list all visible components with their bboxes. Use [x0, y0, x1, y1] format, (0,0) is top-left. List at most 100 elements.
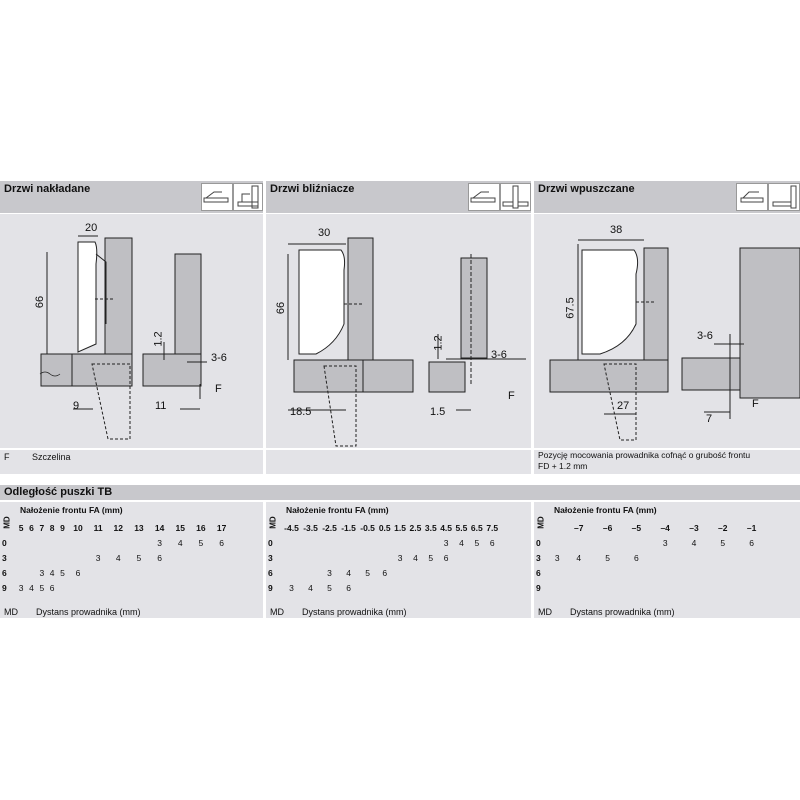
- tb-cell: [191, 550, 212, 565]
- tb-cell: 6: [489, 537, 495, 548]
- twin-dim-3-6: 3-6: [491, 349, 507, 361]
- tb-table1-fa-title: Nałożenie frontu FA (mm): [20, 505, 123, 515]
- inset-dim-3-6: 3-6: [697, 330, 713, 342]
- tb-cell: 6: [382, 567, 388, 578]
- tb-cell: [191, 580, 212, 595]
- inset-icon-door: [736, 183, 768, 211]
- tb-cell: [423, 580, 438, 595]
- tb-cell: [708, 550, 737, 565]
- twin-dim-66: 66: [275, 301, 288, 315]
- overlay-dim-66: 66: [34, 295, 47, 309]
- tb-cell: [484, 565, 500, 580]
- tb-cell: [88, 580, 108, 595]
- tb-cell: [484, 550, 500, 565]
- tb-md-value: 3: [536, 552, 541, 563]
- tb-col-header: –6: [602, 522, 613, 533]
- tb-cell: 4: [49, 567, 55, 578]
- tb-cell: [423, 535, 438, 550]
- twin-icon-hinge: [500, 183, 531, 211]
- overlay-title: Drzwi nakładane: [4, 183, 91, 195]
- tb-col-header: –3: [689, 522, 699, 533]
- tb-cell: 3: [18, 582, 24, 593]
- tb-cell: 6: [346, 582, 351, 593]
- tb-cell: [170, 550, 191, 565]
- overlay-note-strip: [0, 450, 263, 474]
- tb-cell: [622, 535, 651, 550]
- tb-cell: 6: [75, 567, 81, 578]
- twin-dim-30: 30: [318, 227, 331, 239]
- overlay-note-key: F: [4, 452, 10, 462]
- tb-cell: [651, 565, 680, 580]
- tb-table3-fa-title: Nałożenie frontu FA (mm): [554, 505, 657, 515]
- tb-cell: [408, 580, 423, 595]
- tb-table1-legend-text: Dystans prowadnika (mm): [36, 607, 141, 617]
- tb-col-header: -0.5: [360, 522, 375, 533]
- tb-cell: [211, 580, 232, 595]
- tb-table2-legend-text: Dystans prowadnika (mm): [302, 607, 407, 617]
- tb-cell: [339, 535, 358, 550]
- tb-col-header: 17: [216, 522, 227, 533]
- tb-col-header: 14: [154, 522, 165, 533]
- tb-cell: 5: [474, 537, 480, 548]
- overlay-dim-f: F: [215, 383, 222, 395]
- tb-cell: 5: [136, 552, 142, 563]
- tb-md-value: 9: [536, 582, 541, 593]
- tb-cell: [88, 535, 108, 550]
- tb-cell: [454, 580, 469, 595]
- tb-cell: [301, 535, 320, 550]
- tb-cell: [408, 535, 423, 550]
- tb-cell: [737, 580, 766, 595]
- overlay-dim-9: 9: [73, 400, 80, 412]
- overlay-dim-11: 11: [155, 400, 167, 412]
- tb-cell: 3: [554, 552, 560, 563]
- tb-cell: [282, 565, 301, 580]
- inset-note-text: Pozycję mocowania prowadnika cofnąć o gr…: [538, 450, 751, 471]
- tb-cell: [282, 550, 301, 565]
- tb-cell: [211, 550, 232, 565]
- twin-dim-f: F: [508, 390, 515, 402]
- tb-cell: 5: [198, 537, 204, 548]
- tb-col-header: 8: [49, 522, 55, 533]
- tb-col-header: 10: [73, 522, 83, 533]
- tb-cell: [26, 535, 36, 550]
- tb-cell: 4: [413, 552, 418, 563]
- twin-note-strip: [266, 450, 531, 474]
- tb-cell: 5: [365, 567, 370, 578]
- tb-col-header: 15: [175, 522, 185, 533]
- tb-cell: [68, 550, 89, 565]
- twin-dim-18-5: 18.5: [290, 406, 312, 418]
- tb-cell: [358, 580, 377, 595]
- tb-col-header: –1: [746, 522, 757, 533]
- tb-cell: [651, 550, 680, 565]
- tb-col-header: 3.5: [424, 522, 437, 533]
- tb-cell: [622, 565, 651, 580]
- tb-col-header: 11: [93, 522, 103, 533]
- inset-title: Drzwi wpuszczane: [538, 183, 635, 195]
- tb-cell: [211, 565, 232, 580]
- tb-cell: [377, 580, 392, 595]
- twin-dim-1-5: 1.5: [430, 406, 446, 418]
- tb-cell: [16, 550, 26, 565]
- tb-md-value: 6: [2, 567, 7, 578]
- tb-table1-legend-key: MD: [4, 607, 18, 617]
- tb-cell: [301, 565, 320, 580]
- tb-md-value: 0: [268, 537, 273, 548]
- tb-cell: [358, 550, 377, 565]
- tb-cell: 6: [49, 582, 55, 593]
- tb-cell: 4: [115, 552, 121, 563]
- tb-cell: 5: [605, 552, 610, 563]
- overlay-drawing: [39, 235, 207, 440]
- tb-cell: [26, 550, 36, 565]
- tb-col-header: -4.5: [284, 522, 299, 533]
- tb-cell: [454, 565, 469, 580]
- tb-col-header: 7.5: [486, 522, 499, 533]
- tb-cell: [320, 550, 339, 565]
- tb-cell: [320, 535, 339, 550]
- tb-cell: [129, 535, 150, 550]
- twin-dim-1-2: 1.2: [432, 335, 445, 351]
- tb-md-value: 3: [268, 552, 273, 563]
